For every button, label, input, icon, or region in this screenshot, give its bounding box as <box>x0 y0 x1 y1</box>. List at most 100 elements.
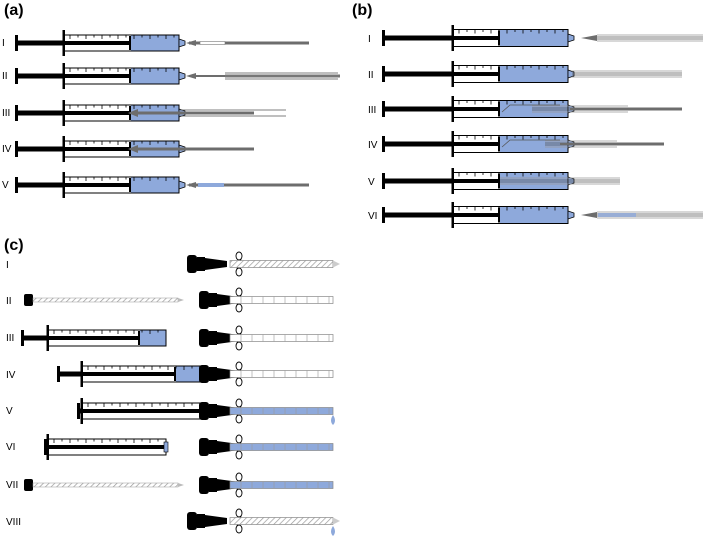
panel-a-row-label-4: IV <box>2 144 12 155</box>
luer-cone <box>205 258 227 270</box>
clamp-loop-top <box>235 251 243 261</box>
catheter-tube <box>229 517 334 525</box>
barrel-flange <box>62 63 65 89</box>
syringe-liquid <box>131 177 179 193</box>
clamp-loop-top <box>235 325 243 335</box>
luer-hub-grip <box>209 293 217 307</box>
plunger-thumb <box>44 439 47 455</box>
clamp-loop-top <box>235 508 243 518</box>
panel-b-syringe-1 <box>382 25 703 51</box>
panel-a-row-label-2: II <box>2 71 8 82</box>
plunger-thumb <box>15 35 18 51</box>
stylet-cap <box>24 294 33 306</box>
panel-label-b: (b) <box>352 2 372 19</box>
plunger-thumb <box>57 366 60 382</box>
luer-hub-grip <box>209 478 217 492</box>
droplet <box>331 415 335 425</box>
syringe-nozzle <box>567 210 575 220</box>
plunger-thumb <box>382 101 385 117</box>
barrel-flange <box>451 61 454 87</box>
droplet <box>331 526 335 536</box>
barrel-flange <box>451 96 454 122</box>
stylet-tip <box>178 483 184 487</box>
syringe-liquid <box>131 68 179 84</box>
tube <box>132 147 254 151</box>
catheter-tube <box>229 443 334 451</box>
plunger-rod <box>16 110 64 116</box>
panel-c-row-label-6: VI <box>6 442 15 453</box>
panel-c-row-7 <box>24 472 334 498</box>
plunger-rod-inner <box>64 183 131 187</box>
luer-hub <box>187 512 197 530</box>
luer-hub-grip <box>209 404 217 418</box>
panel-c-row-label-5: V <box>6 406 13 417</box>
tube <box>189 41 309 45</box>
clamp-loop-bottom <box>235 524 243 534</box>
tube-tip <box>333 517 340 525</box>
needle-tip <box>581 35 597 41</box>
needle-tip <box>128 145 138 153</box>
plunger-rod <box>16 40 64 46</box>
clamp-loop-bottom <box>235 377 243 387</box>
tube-tip <box>333 260 340 268</box>
barrel-flange <box>80 361 83 387</box>
plunger-rod-inner <box>82 372 176 376</box>
clamp-loop-bottom <box>235 267 243 277</box>
panel-c-row-label-3: III <box>6 333 14 344</box>
panel-c-row-label-1: I <box>6 260 9 271</box>
plunger-rod <box>16 182 64 188</box>
clamp-loop-top <box>235 472 243 482</box>
clamp-loop-bottom <box>235 303 243 313</box>
plunger-rod-inner <box>48 445 166 449</box>
plunger-rod-inner <box>64 147 131 151</box>
filled-segment <box>598 213 636 217</box>
panel-b-syringe-6 <box>382 202 703 228</box>
syringe-liquid <box>176 366 201 382</box>
plunger-rod-inner <box>453 107 500 111</box>
tube <box>132 111 254 115</box>
plunger-thumb <box>15 177 18 193</box>
plunger-rod <box>383 212 453 218</box>
barrel-flange <box>451 25 454 51</box>
fiber-inside <box>501 104 560 113</box>
plunger-stopper <box>129 36 131 50</box>
plunger-stopper <box>129 69 131 83</box>
clamp-loop-top <box>235 434 243 444</box>
needle-tip <box>581 212 597 218</box>
luer-hub-grip <box>209 367 217 381</box>
panel-b-row-label-6: VI <box>368 211 377 222</box>
syringe-liquid <box>500 30 568 46</box>
plunger-stopper <box>498 207 500 223</box>
luer-hub <box>187 255 197 273</box>
stylet-wire <box>32 482 179 488</box>
plunger-stopper <box>129 178 131 192</box>
plunger-thumb <box>77 403 80 419</box>
panel-b-row-label-2: II <box>368 70 374 81</box>
panel-c-row-2 <box>24 287 334 313</box>
syringe-liquid <box>500 66 568 82</box>
syringe-liquid <box>500 173 568 189</box>
plunger-rod-inner <box>64 111 131 115</box>
needle-tip <box>128 109 138 117</box>
stylet-cap <box>24 479 33 491</box>
luer-hub <box>199 329 209 347</box>
syringe-nozzle <box>567 33 575 43</box>
catheter-tube <box>229 407 334 415</box>
panel-c-row-label-7: VII <box>6 480 18 491</box>
catheter-tube <box>229 296 334 304</box>
barrel-flange <box>46 434 49 460</box>
catheter-tube <box>229 370 334 378</box>
luer-hub-grip <box>197 514 205 528</box>
clamp-loop-bottom <box>235 414 243 424</box>
plunger-thumb <box>15 141 18 157</box>
barrel-flange <box>46 325 49 351</box>
panel-b-row-label-3: III <box>368 105 376 116</box>
tube <box>189 183 309 187</box>
panel-c-row-6 <box>44 434 334 460</box>
stylet-wire <box>32 297 179 303</box>
clamp-loop-top <box>235 398 243 408</box>
filled-segment <box>198 183 224 187</box>
plunger-rod-inner <box>48 336 140 340</box>
